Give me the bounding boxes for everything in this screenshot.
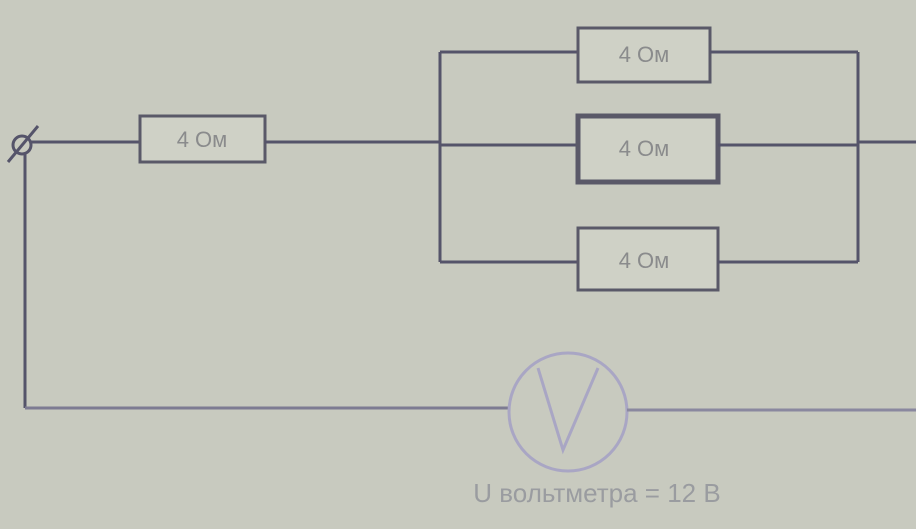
resistor-r3-label: 4 Ом	[619, 136, 670, 161]
resistor-r2-label: 4 Ом	[619, 42, 670, 67]
resistor-r4: 4 Ом	[576, 226, 720, 292]
resistor-r2: 4 Ом	[576, 26, 712, 84]
resistor-r4-label: 4 Ом	[619, 248, 670, 273]
voltmeter-icon	[507, 351, 629, 473]
voltmeter-caption: U вольтметра = 12 В	[473, 478, 720, 508]
terminal-icon	[6, 125, 40, 163]
resistor-r1: 4 Ом	[138, 114, 267, 164]
resistor-r3: 4 Ом	[575, 113, 721, 185]
resistor-r1-label: 4 Ом	[177, 127, 228, 152]
